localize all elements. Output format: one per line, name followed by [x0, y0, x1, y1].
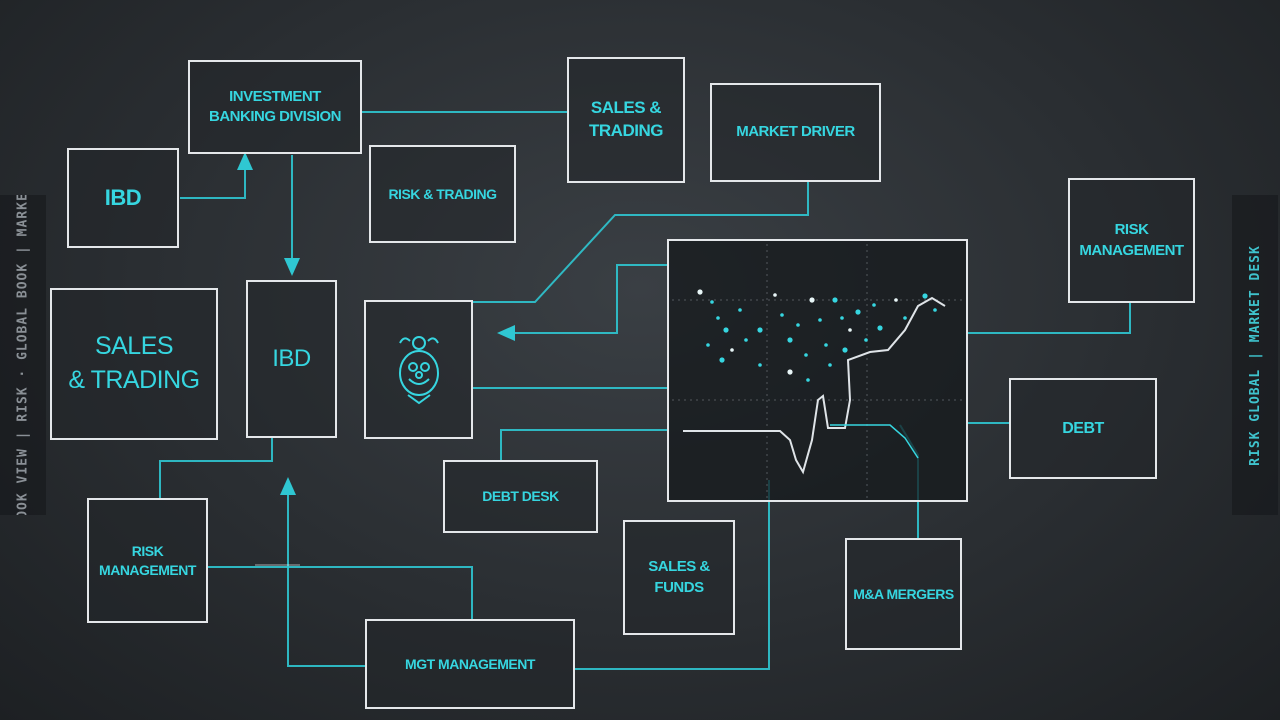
mergers-label: M&A MERGERS [853, 585, 954, 602]
market-driver-label: MARKET DRIVER [736, 123, 855, 141]
plot-scatter-points [697, 289, 937, 382]
investment-banking-box[interactable]: INVESTMENT BANKING DIVISION [188, 60, 362, 154]
sales-funds-label: SALES & FUNDS [648, 558, 710, 596]
risk-management-right-box[interactable]: RISK MANAGEMENT [1068, 178, 1195, 303]
ibd-small-label: IBD [104, 185, 142, 211]
plot-point [723, 327, 729, 333]
connector-riskleft-mgmt [208, 566, 473, 619]
plot-point [903, 316, 907, 320]
side-panel-left: BOOK VIEW | RISK · GLOBAL BOOK | MARKET [0, 195, 46, 515]
investment-bank-emblem-icon [398, 335, 439, 404]
plot-point [840, 316, 844, 320]
market-plot-panel[interactable] [667, 239, 968, 502]
plot-point [848, 328, 852, 332]
debt-right-label: DEBT [1062, 419, 1104, 437]
center-emblem-box[interactable] [364, 300, 473, 439]
plot-point [716, 316, 720, 320]
plot-point [828, 363, 832, 367]
plot-point [804, 353, 808, 357]
market-driver-box[interactable]: MARKET DRIVER [710, 83, 881, 182]
connector-ibd-ib [180, 152, 253, 199]
plot-trace-cyan [830, 424, 919, 459]
sales-funds-box[interactable]: SALES & FUNDS [623, 520, 735, 635]
sales-trading-top-box[interactable]: SALES & TRADING [567, 57, 685, 183]
sales-trading-main-box[interactable]: SALES & TRADING [50, 288, 218, 440]
plot-point [719, 357, 725, 363]
connector-plot-center [497, 264, 668, 341]
connector-mgmt-up [280, 477, 365, 667]
ibd-main-label: IBD [272, 344, 311, 372]
plot-point [894, 298, 898, 302]
plot-point [877, 325, 883, 331]
mergers-box[interactable]: M&A MERGERS [845, 538, 962, 650]
plot-point [773, 293, 777, 297]
connector-mgmt-plot [574, 480, 770, 670]
risk-management-left-box[interactable]: RISK MANAGEMENT [87, 498, 208, 623]
risk-trading-label: RISK & TRADING [388, 185, 497, 202]
plot-point [757, 327, 763, 333]
sales-trading-main-label: SALES & TRADING [68, 332, 200, 394]
plot-point [818, 318, 822, 322]
debt-right-box[interactable]: DEBT [1009, 378, 1157, 479]
ibd-main-box[interactable]: IBD [246, 280, 337, 438]
connector-plot-debtdesk [500, 429, 668, 460]
plot-point [730, 348, 734, 352]
risk-management-right-label: RISK MANAGEMENT [1079, 221, 1184, 259]
connector-market-center [473, 182, 809, 303]
plot-point [738, 308, 742, 312]
plot-point [872, 303, 876, 307]
plot-point [806, 378, 810, 382]
plot-point [780, 313, 784, 317]
side-panel-right: RISK GLOBAL | MARKET DESK [1232, 195, 1278, 515]
plot-point [824, 343, 828, 347]
ibd-small-box[interactable]: IBD [67, 148, 179, 248]
connector-risk-plot [968, 302, 1131, 334]
management-bottom-box[interactable]: MGT MANAGEMENT [365, 619, 575, 709]
plot-point [809, 297, 815, 303]
plot-point [697, 289, 703, 295]
plot-point [842, 347, 848, 353]
side-panel-right-text: RISK GLOBAL | MARKET DESK [1247, 244, 1263, 466]
debt-desk-box[interactable]: DEBT DESK [443, 460, 598, 533]
management-bottom-label: MGT MANAGEMENT [405, 655, 535, 672]
plot-trace-line [683, 296, 946, 475]
sales-trading-top-label: SALES & TRADING [589, 98, 663, 140]
debt-desk-label: DEBT DESK [482, 488, 559, 505]
connector-ibd-riskleft [159, 438, 273, 498]
plot-point [796, 323, 800, 327]
plot-point [864, 338, 868, 342]
plot-point [706, 343, 710, 347]
plot-point [855, 309, 861, 315]
plot-point [710, 300, 714, 304]
side-panel-left-text: BOOK VIEW | RISK · GLOBAL BOOK | MARKET [15, 195, 31, 515]
plot-point [744, 338, 748, 342]
plot-point [832, 297, 838, 303]
plot-point [787, 337, 793, 343]
risk-management-left-label: RISK MANAGEMENT [99, 542, 196, 578]
plot-point [787, 369, 793, 375]
plot-point [933, 308, 937, 312]
plot-point [922, 293, 928, 299]
risk-trading-box[interactable]: RISK & TRADING [369, 145, 516, 243]
plot-point [758, 363, 762, 367]
investment-banking-label: INVESTMENT BANKING DIVISION [208, 87, 342, 125]
